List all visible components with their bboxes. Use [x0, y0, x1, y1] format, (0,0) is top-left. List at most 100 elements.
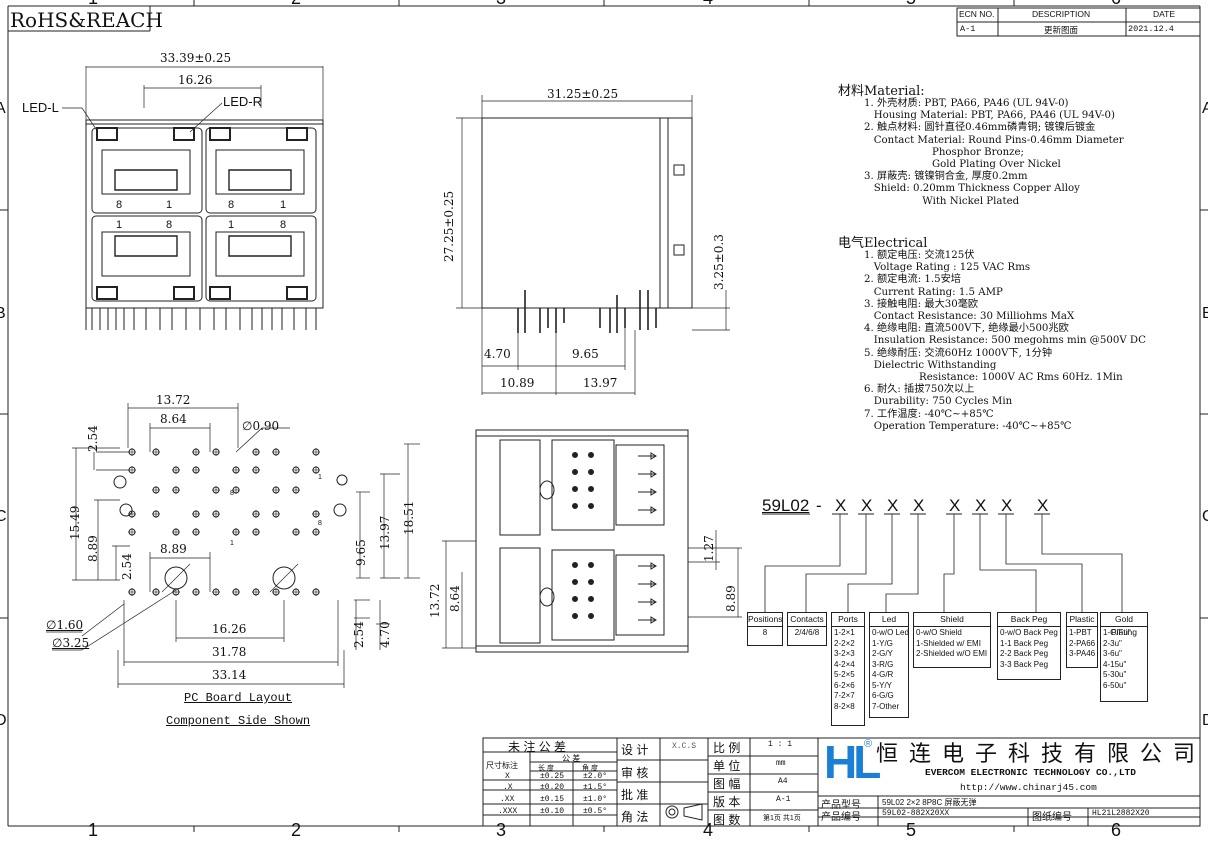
zone-bottom-2: 2	[291, 820, 302, 840]
rev-header-desc: DESCRIPTION	[1032, 9, 1091, 19]
pcb-dim-7: 2.54	[120, 553, 134, 580]
approve-label: 批 准	[621, 788, 649, 802]
option-box-positions: Positions 8	[747, 612, 783, 646]
hole-mid-dia: ∅1.60	[46, 618, 84, 632]
section-contact-spring	[638, 506, 657, 514]
section-contact-pin	[588, 503, 594, 509]
hole-large-dia: ∅3.25	[52, 636, 90, 650]
section-contact-pin	[588, 596, 594, 602]
rev-desc: 更新图面	[1044, 25, 1079, 35]
section-dim-b: 8.64	[448, 585, 462, 612]
part-slot-3: X	[887, 496, 899, 515]
dim-side-c: 10.89	[500, 376, 535, 390]
part-slot-4: X	[913, 496, 925, 515]
option-box-items: 0-w/O Back Peg 1-1 Back Peg 2-2 Back Peg…	[1000, 628, 1058, 669]
material-line: Phosphor Bronze;	[864, 146, 1024, 158]
angle-method-label: 角 法	[621, 810, 649, 824]
tol-row-2-lin: ±0.20	[540, 783, 565, 792]
electrical-line: 6. 耐久: 插拔750次以上	[864, 384, 975, 396]
section-contact-spring	[638, 562, 657, 570]
scale-value: 1 : 1	[768, 740, 793, 749]
section-contact-spring	[638, 580, 657, 588]
option-box-items: 1-PBT 2-PA66 3-PA46	[1069, 628, 1096, 658]
rev-ecn: A-1	[960, 24, 976, 34]
material-line: Contact Material: Round Pins-0.46mm Diam…	[864, 134, 1124, 146]
section-contact-pin	[588, 469, 594, 475]
scale-label: 比 例	[713, 741, 741, 755]
pcb-dim-13: 33.14	[212, 668, 247, 682]
part-number-dash: -	[816, 496, 822, 515]
pcb-hole-centerline	[269, 563, 299, 593]
code-value: 59L02-882X20XX	[882, 809, 950, 818]
company-name-cn: 恒 连 电 子 科 技 有 限 公 司	[876, 742, 1197, 767]
pcb-dim-12: 31.78	[212, 645, 247, 659]
electrical-list: 1. 额定电压: 交流125伏 Voltage Rating : 125 VAC…	[864, 250, 1146, 433]
dim-side-b: 9.65	[572, 347, 599, 361]
section-dim-c: 1.27	[702, 535, 716, 562]
unit-value: mm	[776, 759, 786, 768]
material-line: Gold Plating Over Nickel	[864, 159, 1061, 171]
dim-port-pitch: 16.26	[178, 73, 213, 87]
part-slot-5: X	[949, 496, 961, 515]
electrical-line: 1. 额定电压: 交流125伏	[864, 250, 975, 261]
zone-left-a: A	[0, 100, 6, 117]
section-contact-pin	[588, 562, 594, 568]
electrical-line: 7. 工作温度: -40℃~+85℃	[864, 408, 994, 420]
paper-size-value: A4	[778, 777, 788, 786]
dim-overall-width: 33.39±0.25	[160, 51, 232, 65]
option-box-shield: Shield 0-w/O Shield 1-Shielded w/ EMI 2-…	[913, 612, 991, 668]
zone-top-1: 1	[88, 0, 98, 9]
option-box-title: Ports	[832, 613, 864, 627]
sheets-value: 第1页 共1页	[763, 815, 801, 822]
pcb-dim-3: 2.54	[86, 425, 100, 452]
revision-table-grid	[956, 7, 1201, 37]
led-left-label: LED-L	[22, 100, 59, 115]
pin-label-top-4: 1	[280, 199, 287, 211]
zone-top-4: 4	[703, 0, 713, 9]
code-label: 产品编号	[821, 812, 861, 823]
rev-date: 2021.12.4	[1128, 24, 1174, 34]
section-view	[442, 429, 742, 653]
pcb-layout	[46, 403, 420, 688]
rev-header-date: DATE	[1153, 9, 1176, 19]
registered-mark-icon: ®	[864, 738, 873, 750]
section-contact-pin	[588, 486, 594, 492]
pin-label-bottom-4: 8	[280, 219, 287, 231]
option-box-items: 0-w/O Led 1-Y/G 2-G/Y 3-R/G 4-G/R 5-Y/Y …	[872, 628, 909, 711]
side-view	[456, 95, 730, 395]
zone-bottom-4: 4	[703, 820, 714, 840]
sheets-label: 图 数	[713, 813, 741, 827]
material-line: Housing Material: PBT, PA66, PA46 (UL 94…	[864, 110, 1116, 122]
zone-left-c: C	[0, 508, 7, 525]
designer-name: X.C.S	[672, 742, 697, 751]
tol-row-3-ang: ±1.0°	[583, 795, 608, 804]
option-box-plastic: Plastic 1-PBT 2-PA66 3-PA46	[1066, 612, 1098, 668]
section-contact-pin	[572, 596, 578, 602]
pcb-peg-hole	[164, 566, 188, 590]
option-box-title: Contacts	[788, 613, 826, 627]
pcb-pin-mark-1: 1	[318, 474, 322, 481]
dim-height: 27.25±0.25	[442, 190, 456, 262]
tol-row-3-lin: ±0.15	[540, 795, 565, 804]
option-box-title: Shield	[914, 613, 990, 627]
drawing-title: RoHS&REACH	[10, 8, 163, 32]
pcb-dimension-line	[81, 603, 125, 637]
pcb-pin-mark-2: 8	[230, 490, 234, 497]
tol-col-angle: 角 度	[582, 765, 598, 772]
size-label: 尺寸标注	[486, 761, 518, 770]
option-box-title: Positions	[748, 613, 783, 627]
pcb-caption: PC Board Layout	[184, 691, 293, 705]
company-name-en: EVERCOM ELECTRONIC TECHNOLOGY CO.,LTD	[925, 767, 1136, 778]
material-list: 1. 外壳材质: PBT, PA66, PA46 (UL 94V-0) Hous…	[864, 98, 1124, 208]
pcb-dim-10: 18.51	[402, 500, 416, 535]
pin-label-bottom-3: 1	[228, 219, 235, 231]
dim-pin-length: 3.25±0.3	[712, 234, 726, 290]
pcb-pin-mark-3: 1	[230, 540, 234, 547]
review-label: 审 核	[621, 766, 649, 780]
option-box-ports: Ports 1-2×1 2-2×2 3-2×3 4-2×4 5-2×5 6-2×…	[831, 612, 865, 726]
electrical-line: Resistance: 1000V AC Rms 60Hz. 1Min	[864, 372, 1123, 384]
material-line: 1. 外壳材质: PBT, PA66, PA46 (UL 94V-0)	[864, 98, 1069, 109]
tol-row-2-ang: ±1.5°	[583, 783, 608, 792]
section-contact-pin	[588, 579, 594, 585]
